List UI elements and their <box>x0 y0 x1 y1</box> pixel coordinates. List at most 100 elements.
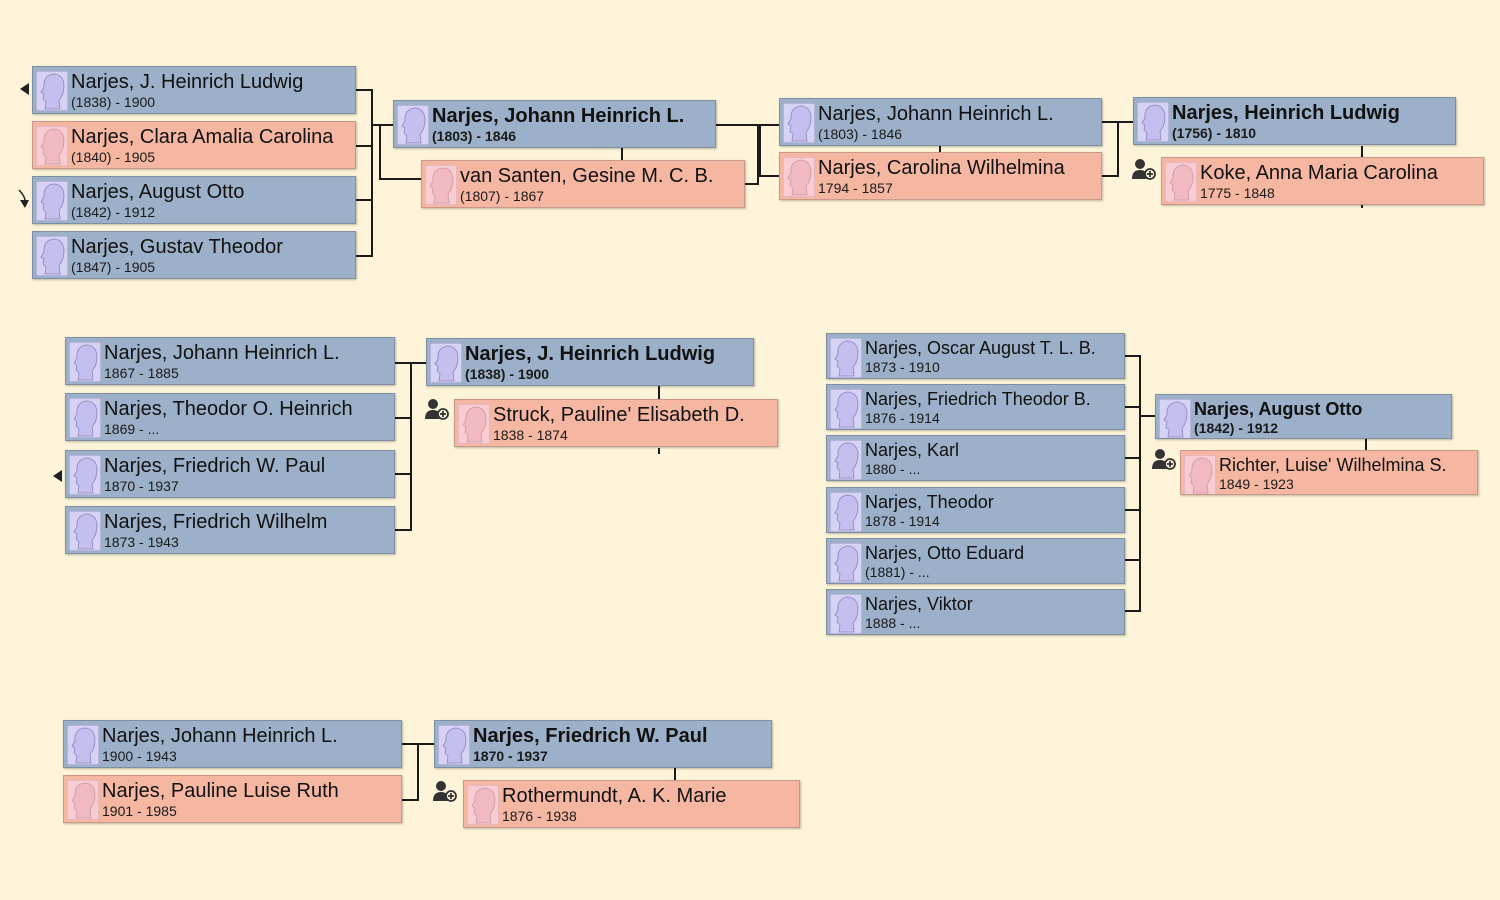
tree2-child-card[interactable]: Narjes, Friedrich Wilhelm 1873 - 1943 <box>65 506 395 554</box>
person-name: Narjes, Johann Heinrich L. <box>102 725 338 747</box>
add-partner-icon[interactable] <box>1131 158 1157 182</box>
tree2-child-card[interactable]: Narjes, Theodor O. Heinrich 1869 - ... <box>65 393 395 441</box>
person-name: Narjes, Otto Eduard <box>865 543 1025 563</box>
tree4-child-card[interactable]: Narjes, Pauline Luise Ruth 1901 - 1985 <box>63 775 402 823</box>
tree1-father-card[interactable]: Narjes, Johann Heinrich L. (1803) - 1846 <box>779 98 1102 146</box>
tree2-child-card[interactable]: Narjes, Friedrich W. Paul 1870 - 1937 <box>65 450 395 498</box>
person-silhouette-icon <box>67 725 99 765</box>
person-dates: (1842) - 1912 <box>1194 420 1279 436</box>
person-dates: 1873 - 1910 <box>865 359 940 375</box>
add-partner-icon[interactable] <box>424 398 450 422</box>
person-dates: (1756) - 1810 <box>1172 125 1257 141</box>
add-partner-icon[interactable] <box>432 780 458 804</box>
tree2-spouse-card[interactable]: Struck, Pauline' Elisabeth D. 1838 - 187… <box>454 399 778 447</box>
tree4-focus-card[interactable]: Narjes, Friedrich W. Paul 1870 - 1937 <box>434 720 772 768</box>
person-name: Narjes, Pauline Luise Ruth <box>102 780 339 802</box>
person-name: Narjes, Gustav Theodor <box>71 236 283 258</box>
person-name: Narjes, Johann Heinrich L. <box>818 103 1054 125</box>
person-dates: (1838) - 1900 <box>71 94 156 110</box>
person-silhouette-icon <box>430 343 462 383</box>
person-silhouette-icon <box>438 725 470 765</box>
person-silhouette-icon <box>36 236 68 276</box>
tree1-mother-card[interactable]: Narjes, Carolina Wilhelmina 1794 - 1857 <box>779 152 1102 200</box>
person-name: Narjes, Oscar August T. L. B. <box>865 338 1096 358</box>
person-name: Narjes, Heinrich Ludwig <box>1172 102 1400 124</box>
tree1-grandmother-card[interactable]: Koke, Anna Maria Carolina 1775 - 1848 <box>1161 157 1484 205</box>
person-name: Struck, Pauline' Elisabeth D. <box>493 404 745 426</box>
person-name: Narjes, Theodor O. Heinrich <box>104 398 353 420</box>
person-dates: 1876 - 1914 <box>865 410 940 426</box>
person-name: Narjes, Johann Heinrich L. <box>104 342 340 364</box>
person-silhouette-icon <box>36 71 68 111</box>
person-dates: 1900 - 1943 <box>102 748 177 764</box>
person-silhouette-icon <box>783 157 815 197</box>
tree3-focus-card[interactable]: Narjes, August Otto (1842) - 1912 <box>1155 394 1452 439</box>
tree2-focus-card[interactable]: Narjes, J. Heinrich Ludwig (1838) - 1900 <box>426 338 754 386</box>
person-dates: (1842) - 1912 <box>71 204 156 220</box>
person-silhouette-icon <box>36 126 68 166</box>
tree4-spouse-card[interactable]: Rothermundt, A. K. Marie 1876 - 1938 <box>463 780 800 828</box>
tree1-child-card[interactable]: Narjes, August Otto (1842) - 1912 <box>32 176 356 224</box>
tree1-child-card[interactable]: Narjes, J. Heinrich Ludwig (1838) - 1900 <box>32 66 356 114</box>
tree3-child-card[interactable]: Narjes, Karl 1880 - ... <box>826 435 1125 481</box>
tree4-child-card[interactable]: Narjes, Johann Heinrich L. 1900 - 1943 <box>63 720 402 768</box>
person-silhouette-icon <box>69 398 101 438</box>
person-dates: 1878 - 1914 <box>865 513 940 529</box>
person-name: Narjes, Friedrich W. Paul <box>473 725 708 747</box>
person-silhouette-icon <box>69 511 101 551</box>
person-name: Narjes, J. Heinrich Ludwig <box>465 343 716 365</box>
person-silhouette-icon <box>830 594 862 634</box>
person-dates: 1870 - 1937 <box>104 478 179 494</box>
person-silhouette-icon <box>467 785 499 825</box>
add-partner-icon[interactable] <box>1151 448 1177 472</box>
person-name: Narjes, Theodor <box>865 492 994 512</box>
person-dates: (1847) - 1905 <box>71 259 156 275</box>
person-dates: 1876 - 1938 <box>502 808 577 824</box>
person-silhouette-icon <box>830 440 862 480</box>
tree1-focus-card[interactable]: Narjes, Johann Heinrich L. (1803) - 1846 <box>393 100 716 148</box>
tree3-child-card[interactable]: Narjes, Friedrich Theodor B. 1876 - 1914 <box>826 384 1125 430</box>
person-silhouette-icon <box>1165 162 1197 202</box>
person-name: Narjes, Carolina Wilhelmina <box>818 157 1065 179</box>
person-silhouette-icon <box>67 780 99 820</box>
person-name: Richter, Luise' Wilhelmina S. <box>1219 455 1447 475</box>
tree3-spouse-card[interactable]: Richter, Luise' Wilhelmina S. 1849 - 192… <box>1180 450 1478 495</box>
person-name: Narjes, August Otto <box>1194 399 1363 419</box>
person-dates: (1803) - 1846 <box>818 126 903 142</box>
person-silhouette-icon <box>69 342 101 382</box>
person-dates: (1807) - 1867 <box>460 188 545 204</box>
tree1-grandfather-card[interactable]: Narjes, Heinrich Ludwig (1756) - 1810 <box>1133 97 1456 145</box>
branch-arrow-icon[interactable] <box>16 188 30 210</box>
person-silhouette-icon <box>69 455 101 495</box>
person-silhouette-icon <box>36 181 68 221</box>
person-name: Narjes, Viktor <box>865 594 973 614</box>
tree1-child-card[interactable]: Narjes, Clara Amalia Carolina (1840) - 1… <box>32 121 356 169</box>
person-name: Rothermundt, A. K. Marie <box>502 785 727 807</box>
person-dates: (1881) - ... <box>865 564 930 580</box>
tree1-child-card[interactable]: Narjes, Gustav Theodor (1847) - 1905 <box>32 231 356 279</box>
person-name: Narjes, Friedrich Wilhelm <box>104 511 328 533</box>
person-dates: (1803) - 1846 <box>432 128 517 144</box>
person-silhouette-icon <box>1159 399 1191 438</box>
tree1-spouse-card[interactable]: van Santen, Gesine M. C. B. (1807) - 186… <box>421 160 745 208</box>
tree3-child-card[interactable]: Narjes, Theodor 1878 - 1914 <box>826 487 1125 533</box>
person-name: van Santen, Gesine M. C. B. <box>460 165 714 187</box>
person-dates: 1901 - 1985 <box>102 803 177 819</box>
tree3-child-card[interactable]: Narjes, Oscar August T. L. B. 1873 - 191… <box>826 333 1125 379</box>
person-dates: (1840) - 1905 <box>71 149 156 165</box>
triangle-left-icon[interactable] <box>51 469 63 483</box>
person-dates: 1869 - ... <box>104 421 160 437</box>
person-dates: 1838 - 1874 <box>493 427 568 443</box>
person-dates: (1838) - 1900 <box>465 366 550 382</box>
person-silhouette-icon <box>425 165 457 205</box>
person-dates: 1794 - 1857 <box>818 180 893 196</box>
tree2-child-card[interactable]: Narjes, Johann Heinrich L. 1867 - 1885 <box>65 337 395 385</box>
person-dates: 1888 - ... <box>865 615 921 631</box>
person-dates: 1873 - 1943 <box>104 534 179 550</box>
person-dates: 1849 - 1923 <box>1219 476 1294 492</box>
triangle-left-icon[interactable] <box>18 82 30 96</box>
tree3-child-card[interactable]: Narjes, Otto Eduard (1881) - ... <box>826 538 1125 584</box>
tree3-child-card[interactable]: Narjes, Viktor 1888 - ... <box>826 589 1125 635</box>
person-silhouette-icon <box>830 492 862 532</box>
person-silhouette-icon <box>783 103 815 143</box>
